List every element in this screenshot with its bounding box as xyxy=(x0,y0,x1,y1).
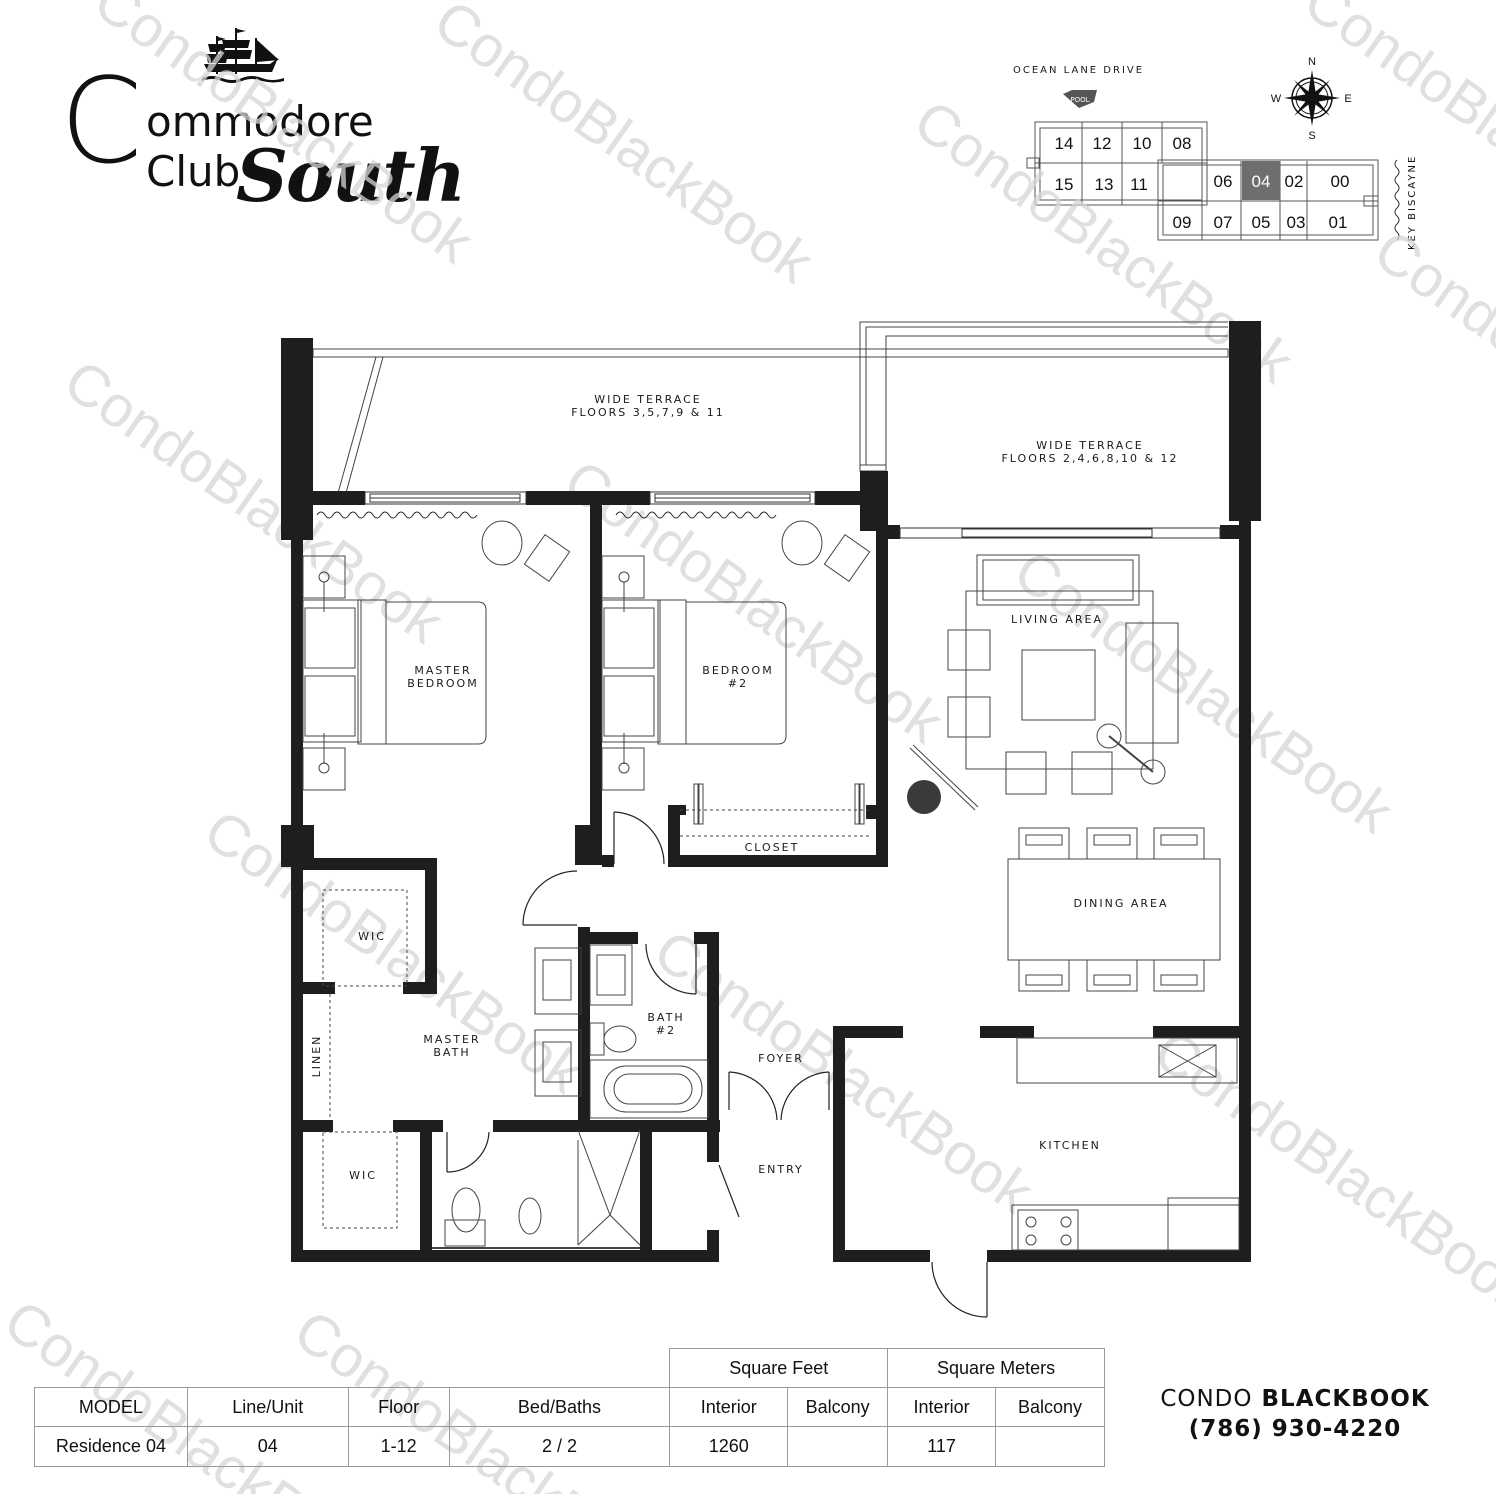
phone-number[interactable]: (786) 930-4220 xyxy=(1188,1416,1402,1442)
svg-text:03: 03 xyxy=(1287,213,1306,232)
svg-text:#2: #2 xyxy=(728,677,748,690)
svg-text:00: 00 xyxy=(1331,172,1350,191)
sailing-ship-icon xyxy=(202,28,284,83)
cell-bed-baths: 2 / 2 xyxy=(448,1426,671,1467)
kitchen-label: KITCHEN xyxy=(1039,1139,1101,1152)
svg-text:FLOORS 2,4,6,8,10 & 12: FLOORS 2,4,6,8,10 & 12 xyxy=(1001,452,1178,465)
cell-sqft-interior: 1260 xyxy=(669,1426,789,1467)
table-row: Residence 04 04 1-12 2 / 2 1260 117 xyxy=(34,1426,1105,1467)
master-bath-label: MASTER xyxy=(423,1033,480,1046)
svg-text:01: 01 xyxy=(1329,213,1348,232)
master-bedroom-label: MASTER xyxy=(414,664,471,677)
svg-text:14: 14 xyxy=(1055,134,1074,153)
col-line-unit: Line/Unit xyxy=(186,1387,349,1427)
cell-sqm-interior: 117 xyxy=(887,1426,997,1467)
brand-suffix: BLACKBOOK xyxy=(1261,1386,1430,1412)
svg-text:CondoBlackBook: CondoBlackBook xyxy=(1143,1017,1496,1326)
wic-lower-label: WIC xyxy=(349,1169,377,1182)
svg-text:CondoBlackBook: CondoBlackBook xyxy=(1363,217,1496,526)
logo-initial: C xyxy=(60,52,143,190)
svg-text:11: 11 xyxy=(1130,175,1148,194)
decor-round-table xyxy=(907,780,941,814)
svg-text:POOL: POOL xyxy=(1070,96,1089,104)
key-plan-map: POOL 14 12 10 08 15 13 xyxy=(1026,56,1418,250)
col-floor: Floor xyxy=(347,1387,450,1427)
svg-text:02: 02 xyxy=(1285,172,1304,191)
group-header-sqm: Square Meters xyxy=(887,1348,1105,1388)
wic-upper-label: WIC xyxy=(358,930,386,943)
room-labels: WIDE TERRACE FLOORS 3,5,7,9 & 11 WIDE TE… xyxy=(310,393,1178,1182)
highlighted-unit-04 xyxy=(1242,161,1280,200)
foyer-label: FOYER xyxy=(758,1052,804,1065)
svg-text:07: 07 xyxy=(1214,213,1233,232)
svg-text:15: 15 xyxy=(1055,175,1074,194)
svg-text:#2: #2 xyxy=(656,1024,676,1037)
svg-text:09: 09 xyxy=(1173,213,1192,232)
bath-2-label: BATH xyxy=(647,1011,684,1024)
pool-icon: POOL xyxy=(1063,90,1097,108)
svg-text:KEY BISCAYNE: KEY BISCAYNE xyxy=(1407,155,1418,250)
water-waves-icon xyxy=(1394,159,1400,241)
spec-table: Square Feet Square Meters MODEL Line/Uni… xyxy=(34,1348,1105,1467)
brand-prefix: CONDO xyxy=(1160,1386,1253,1412)
doors xyxy=(446,811,988,1318)
svg-text:06: 06 xyxy=(1214,172,1233,191)
logo-club: Club xyxy=(146,147,241,196)
svg-text:BEDROOM: BEDROOM xyxy=(407,677,478,690)
svg-text:BATH: BATH xyxy=(433,1046,470,1059)
col-sqft-balcony: Balcony xyxy=(787,1387,889,1427)
closet-label: CLOSET xyxy=(745,841,800,854)
living-area-label: LIVING AREA xyxy=(1011,613,1103,626)
linen-label: LINEN xyxy=(310,1035,323,1078)
cell-sqm-balcony xyxy=(995,1426,1105,1467)
cell-model: Residence 04 xyxy=(34,1426,188,1467)
curtain-icon xyxy=(316,511,478,519)
cell-line-unit: 04 xyxy=(186,1426,349,1467)
group-header-sqft: Square Feet xyxy=(669,1348,889,1388)
furniture xyxy=(302,520,1240,1251)
dining-area-label: DINING AREA xyxy=(1073,897,1168,910)
cell-sqft-balcony xyxy=(787,1426,889,1467)
street-label: OCEAN LANE DRIVE xyxy=(1013,65,1145,76)
compass-rose-icon: N S W E xyxy=(1271,56,1352,142)
svg-text:12: 12 xyxy=(1093,134,1112,153)
svg-text:W: W xyxy=(1271,93,1282,105)
curtain-icon xyxy=(615,511,777,519)
walls xyxy=(281,321,1261,1262)
col-sqft-interior: Interior xyxy=(669,1387,789,1427)
cell-floor: 1-12 xyxy=(347,1426,450,1467)
svg-text:05: 05 xyxy=(1252,213,1271,232)
contact-brand: CONDO BLACKBOOK (786) 930-4220 xyxy=(1120,1384,1470,1444)
col-sqm-interior: Interior xyxy=(887,1387,997,1427)
svg-text:CondoBlackBook: CondoBlackBook xyxy=(423,0,826,296)
svg-text:08: 08 xyxy=(1173,134,1192,153)
bedroom-2-label: BEDROOM xyxy=(702,664,773,677)
svg-text:04: 04 xyxy=(1252,172,1271,191)
svg-text:CondoBlackBook: CondoBlackBook xyxy=(1003,537,1406,846)
svg-text:10: 10 xyxy=(1133,134,1152,153)
logo-commodore: ommodore xyxy=(146,97,374,146)
col-bed-baths: Bed/Baths xyxy=(448,1387,671,1427)
terrace-a-label: WIDE TERRACE xyxy=(594,393,702,406)
svg-text:S: S xyxy=(1308,130,1315,142)
col-sqm-balcony: Balcony xyxy=(995,1387,1105,1427)
svg-text:N: N xyxy=(1308,56,1316,68)
svg-text:E: E xyxy=(1344,93,1351,105)
terrace-b-label: WIDE TERRACE xyxy=(1036,439,1144,452)
svg-text:FLOORS 3,5,7,9 & 11: FLOORS 3,5,7,9 & 11 xyxy=(571,406,725,419)
svg-text:13: 13 xyxy=(1095,175,1114,194)
col-model: MODEL xyxy=(34,1387,188,1427)
entry-label: ENTRY xyxy=(758,1163,804,1176)
logo-south: South xyxy=(236,133,466,218)
